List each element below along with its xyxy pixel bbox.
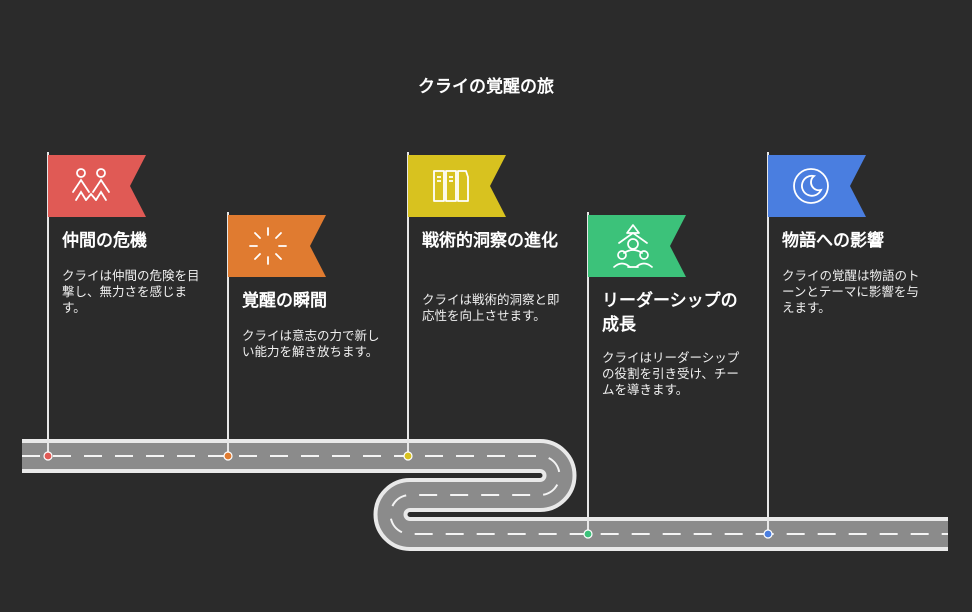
stage-2-description: クライは意志の力で新しい能力を解き放ちます。 [242, 328, 380, 359]
pole-5 [767, 152, 769, 534]
stage-3-title: 戦術的洞察の進化 [422, 231, 558, 251]
team-icon [613, 224, 653, 268]
stage-4-description: クライはリーダーシップの役割を引き受け、チームを導きます。 [602, 350, 740, 397]
flag-1 [48, 155, 146, 217]
flag-5 [768, 155, 866, 217]
pole-1 [47, 152, 49, 456]
stage-5-title: 物語への影響 [782, 231, 884, 251]
flag-2-shape [228, 215, 326, 277]
burst-icon [249, 227, 287, 265]
flag-3 [408, 155, 506, 217]
people-icon [72, 168, 110, 201]
flag-5-shape [768, 155, 866, 217]
stage-1-title: 仲間の危機 [62, 231, 147, 251]
stage-4-title: リーダーシップの成長 [602, 291, 738, 335]
moon-icon [793, 168, 829, 204]
stage-5-description: クライの覚醒は物語のトーンとテーマに影響を与えます。 [782, 268, 920, 315]
flag-3-shape [408, 155, 506, 217]
flag-4 [588, 215, 686, 277]
bars-icon [433, 170, 469, 202]
flag-2 [228, 215, 326, 277]
diagram-title: クライの覚醒の旅 [418, 77, 554, 97]
stage-3-description: クライは戦術的洞察と即応性を向上させます。 [422, 292, 560, 323]
stage-1-description: クライは仲間の危険を目撃し、無力さを感じます。 [62, 268, 200, 315]
pole-4 [587, 212, 589, 534]
pole-2 [227, 212, 229, 456]
stage-2-title: 覚醒の瞬間 [242, 291, 327, 311]
pole-3 [407, 152, 409, 456]
